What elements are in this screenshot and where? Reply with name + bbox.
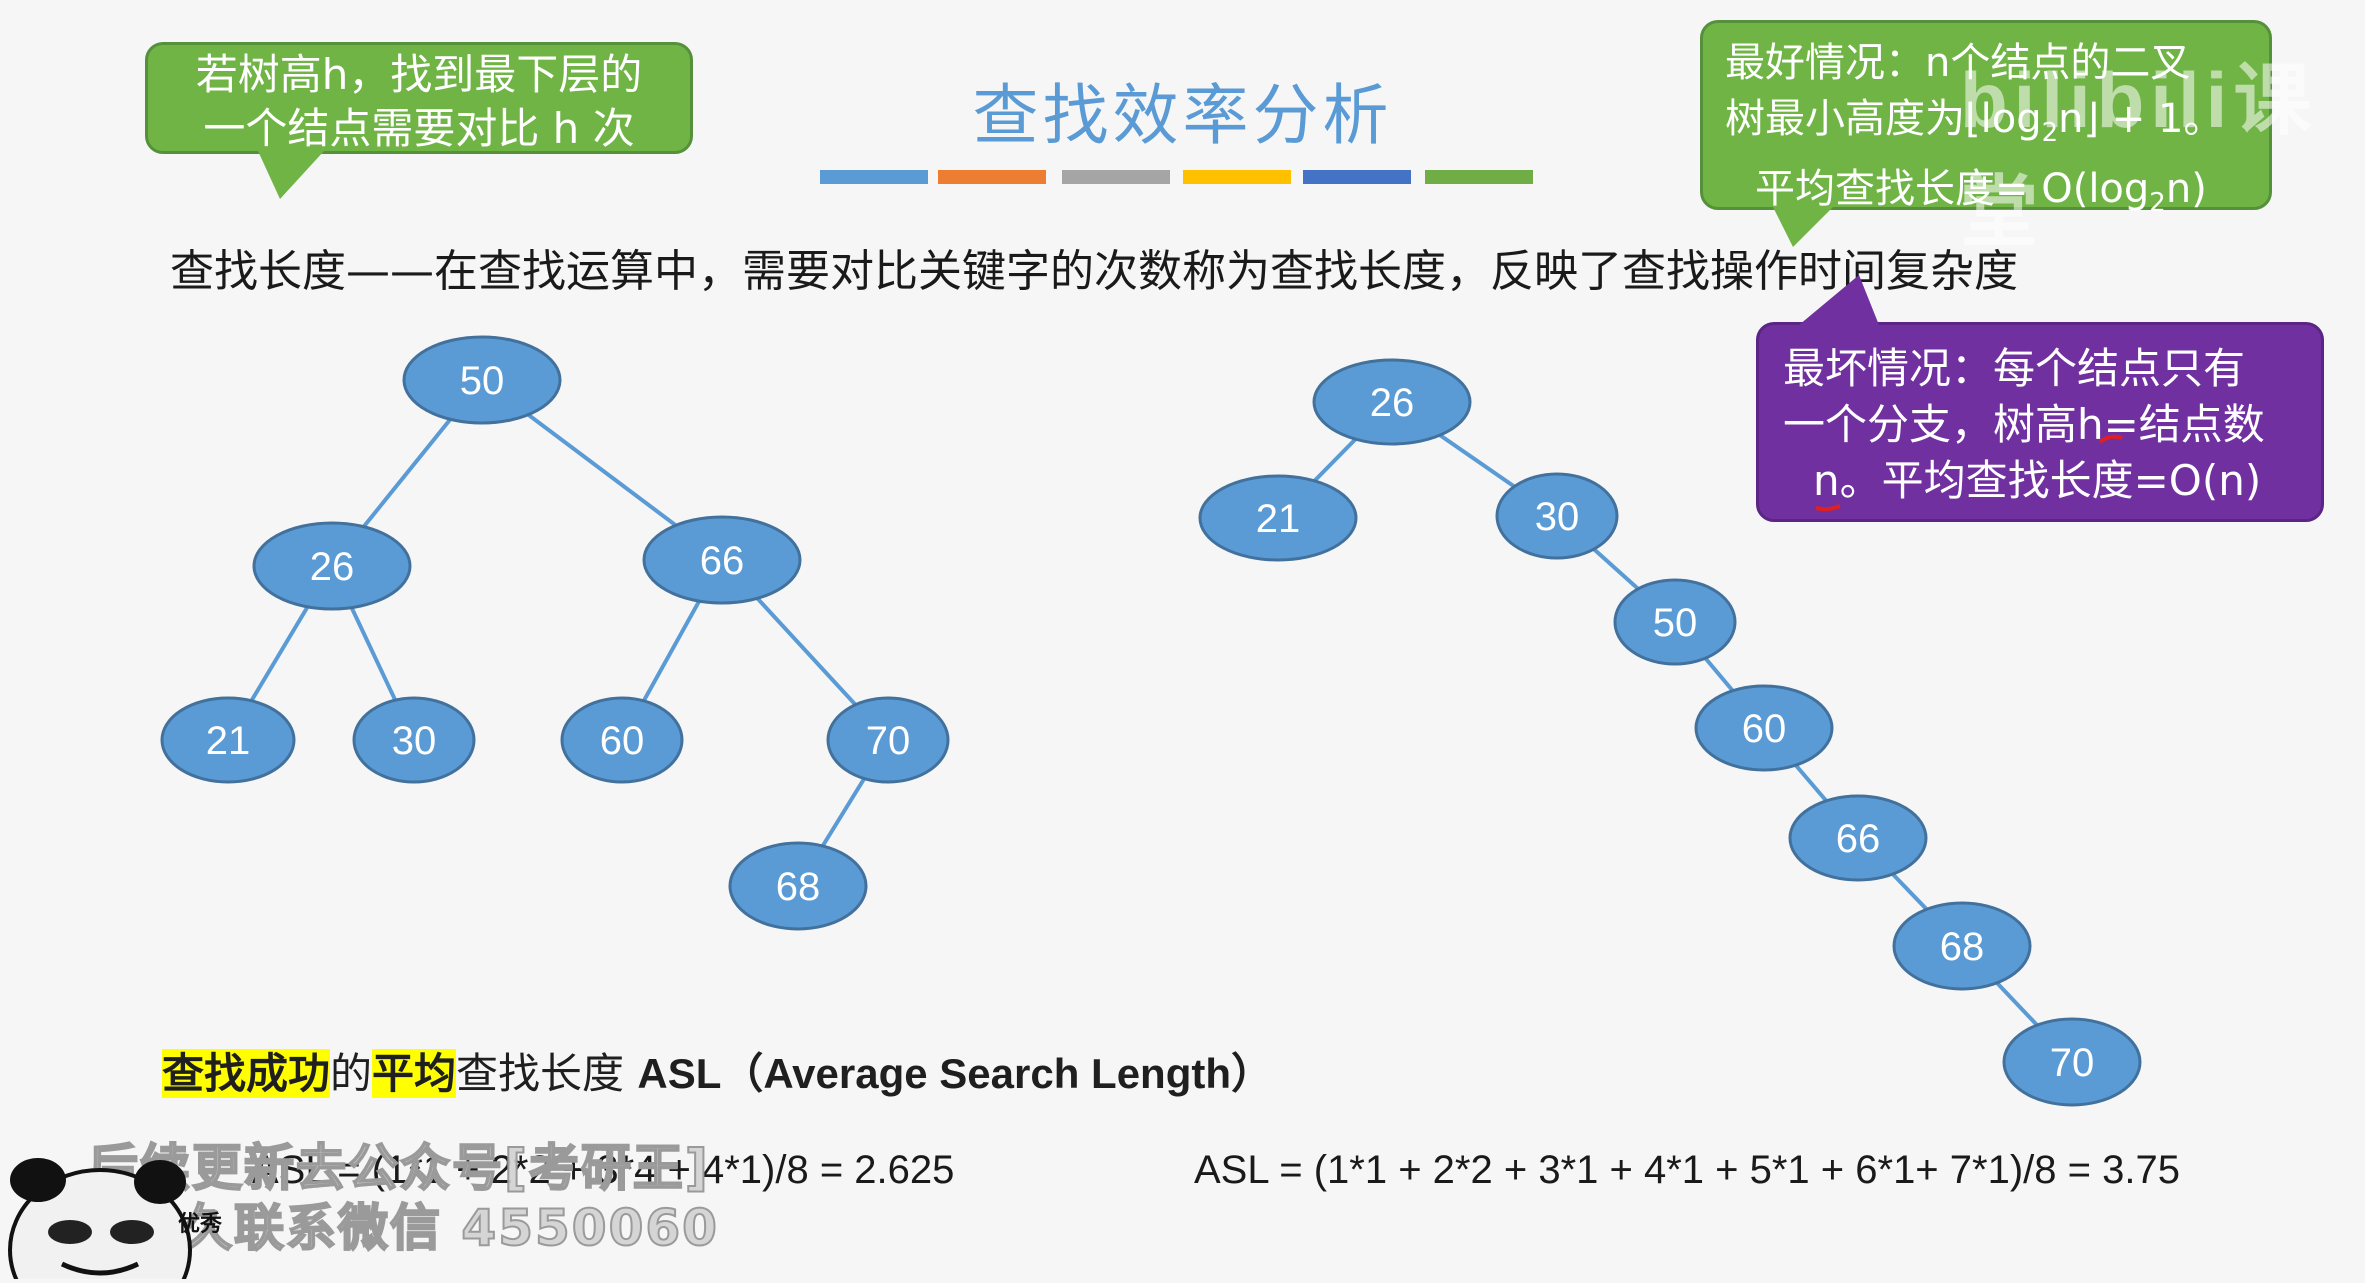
promo-line-2: 永久联系微信 4550060 (129, 1198, 719, 1258)
tree-right-node: 50 (1613, 578, 1737, 666)
asl-formula-left: ASL = (1*1 + 2*2 + 3*4 + 4*1)/8 = 2.625 (252, 1148, 955, 1192)
title-color-bar-5 (1303, 170, 1411, 184)
bilibili-watermark: bilibili课堂 (1960, 56, 2318, 256)
asl-heading: 查找成功的平均查找长度 ASL（Average Search Length） (162, 1049, 1274, 1098)
svg-text:66: 66 (1836, 817, 1881, 861)
svg-text:60: 60 (600, 719, 645, 763)
tree-right-node: 70 (2002, 1017, 2142, 1107)
callout-tail (1799, 275, 1879, 325)
callout-worst-line-1: 最坏情况：每个结点只有 (1783, 344, 2246, 393)
tree-left-node: 21 (160, 696, 296, 784)
svg-text:70: 70 (866, 719, 911, 763)
tree-right-node: 68 (1892, 901, 2032, 991)
page-title: 查找效率分析 (972, 77, 1393, 154)
callout-tree-height: 若树高h，找到最下层的 一个结点需要对比 h 次 (145, 42, 693, 199)
callout-tree-height-line-1: 若树高h，找到最下层的 (195, 50, 643, 99)
tree-left-node: 70 (826, 696, 950, 784)
title-color-bar-6 (1425, 170, 1533, 184)
svg-text:68: 68 (776, 865, 821, 909)
svg-text:60: 60 (1742, 707, 1787, 751)
callout-worst-case: 最坏情况：每个结点只有 一个分支，树高h=结点数 n。平均查找长度=O(n) (1756, 275, 2324, 522)
svg-text:21: 21 (206, 719, 251, 763)
tree-left-node: 68 (728, 841, 868, 931)
search-length-definition: 查找长度——在查找运算中，需要对比关键字的次数称为查找长度，反映了查找操作时间复… (170, 246, 2018, 297)
svg-text:50: 50 (460, 359, 505, 403)
title-color-bar-3 (1062, 170, 1170, 184)
svg-text:26: 26 (1370, 381, 1415, 425)
callout-worst-line-3: n。平均查找长度=O(n) (1813, 456, 2262, 505)
callout-tail (1773, 207, 1833, 247)
callout-best-line-1: 最好情况：n个结点的二叉 (1725, 40, 2191, 86)
callout-tree-height-line-2: 一个结点需要对比 h 次 (203, 104, 635, 153)
tree-right-node: 66 (1788, 794, 1928, 882)
svg-text:66: 66 (700, 539, 745, 583)
pen-mark (1815, 504, 1841, 512)
tree-right-node: 26 (1312, 358, 1472, 446)
title-color-bar-4 (1183, 170, 1291, 184)
svg-text:70: 70 (2050, 1041, 2095, 1085)
svg-text:30: 30 (1535, 495, 1580, 539)
title-color-bar-2 (938, 170, 1046, 184)
svg-text:21: 21 (1256, 497, 1301, 541)
callout-tail (258, 151, 324, 199)
title-color-bar-1 (820, 170, 928, 184)
callout-best-line-2: 树最小高度为⌊log2n⌋ + 1。 (1725, 96, 2224, 148)
tree-left-node: 66 (642, 515, 802, 605)
tree-right-node: 30 (1495, 472, 1619, 560)
panda-caption: 优秀 (178, 1212, 223, 1237)
svg-text:30: 30 (392, 719, 437, 763)
tree-left-node: 30 (352, 696, 476, 784)
pen-mark (2098, 434, 2123, 444)
svg-text:50: 50 (1653, 601, 1698, 645)
tree-left-node: 50 (402, 335, 562, 425)
callout-worst-line-2: 一个分支，树高h=结点数 (1783, 400, 2265, 449)
callout-best-case: 最好情况：n个结点的二叉 树最小高度为⌊log2n⌋ + 1。 平均查找长度= … (1700, 20, 2272, 247)
promo-line-1: 后续更新去公众号[考研王] (87, 1138, 710, 1198)
asl-formula-right: ASL = (1*1 + 2*2 + 3*1 + 4*1 + 5*1 + 6*1… (1194, 1148, 2180, 1192)
tree-left-edges (226, 378, 890, 888)
svg-text:26: 26 (310, 545, 355, 589)
svg-text:68: 68 (1940, 925, 1985, 969)
callout-best-line-3: 平均查找长度= O(log2n) (1755, 166, 2207, 218)
panda-sticker (0, 1140, 240, 1283)
tree-right-node: 21 (1198, 474, 1358, 562)
tree-left-node: 60 (560, 696, 684, 784)
tree-right-node: 60 (1694, 684, 1834, 772)
panda-face-icon (8, 1158, 192, 1283)
tree-left-node: 26 (252, 521, 412, 611)
